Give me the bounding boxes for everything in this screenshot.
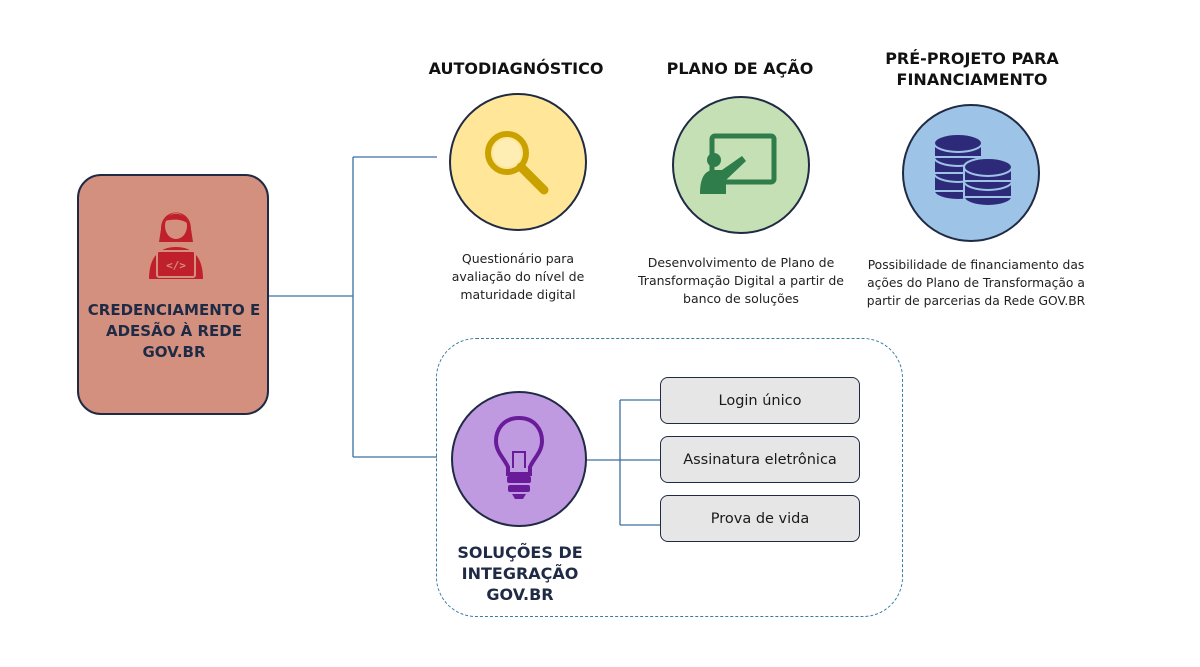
pre-projeto-title: PRÉ-PROJETO PARA FINANCIAMENTO xyxy=(885,49,1059,89)
autodiagnostico-description: Questionário para avaliação do nível de … xyxy=(451,251,585,302)
credenciamento-label: CREDENCIAMENTO E ADESÃO À REDE GOV.BR xyxy=(87,301,261,361)
presentation-board-icon xyxy=(700,133,777,194)
solution-login-unico[interactable]: Login único xyxy=(660,377,860,424)
integration-label: SOLUÇÕES DE INTEGRAÇÃO GOV.BR xyxy=(457,543,583,604)
pre-projeto-description: Possibilidade de financiamento das ações… xyxy=(866,258,1086,308)
autodiagnostico-title: AUTODIAGNÓSTICO xyxy=(428,59,604,78)
integration-circle xyxy=(451,391,587,527)
plano-de-acao-description: Desenvolvimento de Plano de Transformaçã… xyxy=(638,255,844,306)
coin-stacks-icon xyxy=(933,133,1013,207)
solution-prova-de-vida[interactable]: Prova de vida xyxy=(660,495,860,542)
autodiagnostico-circle xyxy=(449,93,587,231)
plano-de-acao-title: PLANO DE AÇÃO xyxy=(666,59,814,78)
integration-region xyxy=(436,338,903,617)
developer-laptop-icon: </> xyxy=(149,212,203,279)
svg-text:</>: </> xyxy=(166,259,186,272)
lightbulb-icon xyxy=(493,415,545,499)
magnifier-icon xyxy=(485,131,549,195)
solution-assinatura-eletronica[interactable]: Assinatura eletrônica xyxy=(660,436,860,483)
